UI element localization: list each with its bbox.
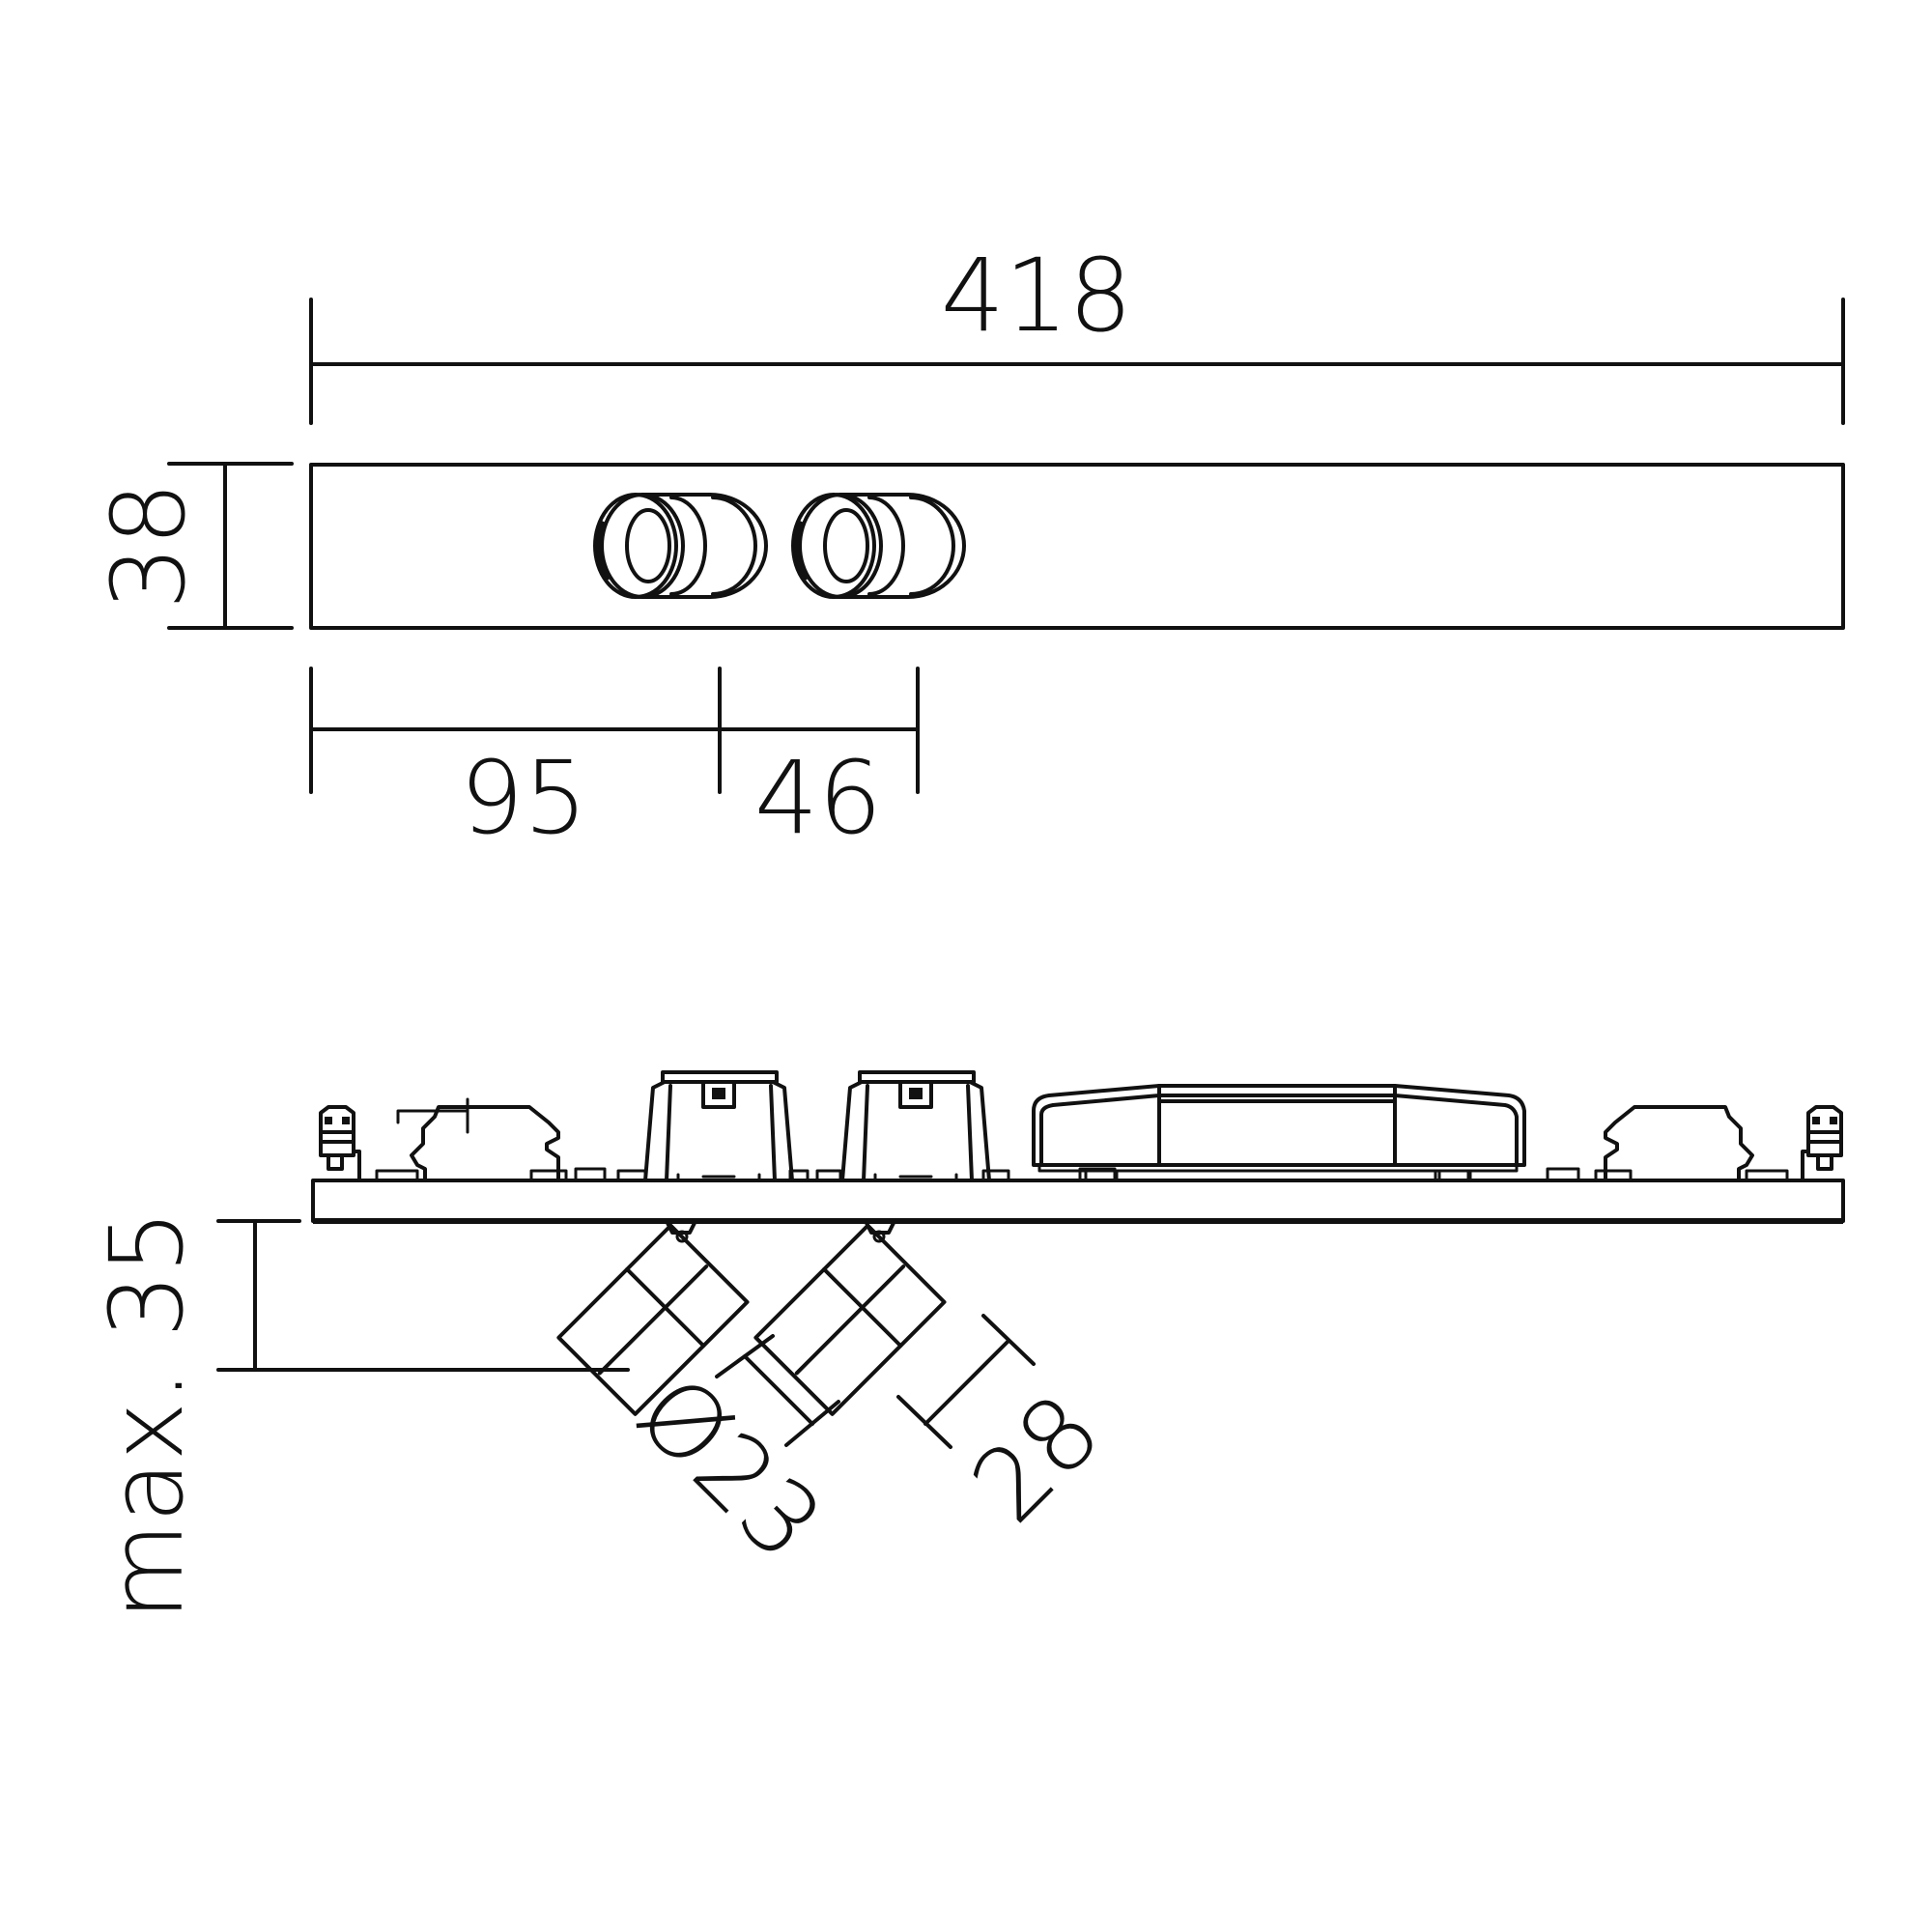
dimension-total-length: 418 — [309, 237, 1845, 425]
housing-top-outline — [309, 463, 1845, 630]
spotlight-2-top — [791, 493, 966, 599]
bracket-left — [375, 1097, 568, 1182]
spring-clip-left — [319, 1105, 361, 1182]
spot-housing-1 — [643, 1070, 794, 1182]
dimension-label-spot-length: 28 — [950, 1372, 1123, 1546]
dimension-height: 38 — [90, 462, 294, 630]
dimension-label-total-length: 418 — [941, 237, 1133, 355]
dimension-label-max-projection: max. 35 — [88, 1209, 206, 1620]
tilted-spot-1 — [556, 1219, 750, 1416]
side-view: max. 35 Ø23 28 — [88, 1070, 1845, 1621]
dimension-label-spot-spacing: 46 — [754, 739, 882, 857]
mounting-plate — [311, 1179, 1845, 1224]
top-view: 418 38 — [90, 237, 1845, 857]
dimension-spot-diameter: Ø23 — [615, 1334, 845, 1583]
spot-housing-2 — [840, 1070, 991, 1182]
dimension-spot-length: 28 — [896, 1314, 1123, 1546]
bracket-right — [1594, 1105, 1789, 1182]
tilted-spot-2 — [753, 1219, 947, 1416]
dimension-spot-positions: 95 46 — [309, 667, 920, 857]
dimension-label-offset-first-spot: 95 — [460, 739, 587, 857]
dimension-max-projection: max. 35 — [88, 1209, 630, 1621]
spotlight-1-top — [593, 493, 768, 599]
dimension-label-height: 38 — [90, 482, 208, 610]
dimension-label-spot-diameter: Ø23 — [615, 1353, 845, 1583]
driver-box — [1032, 1084, 1526, 1182]
spring-clip-right — [1801, 1105, 1843, 1182]
